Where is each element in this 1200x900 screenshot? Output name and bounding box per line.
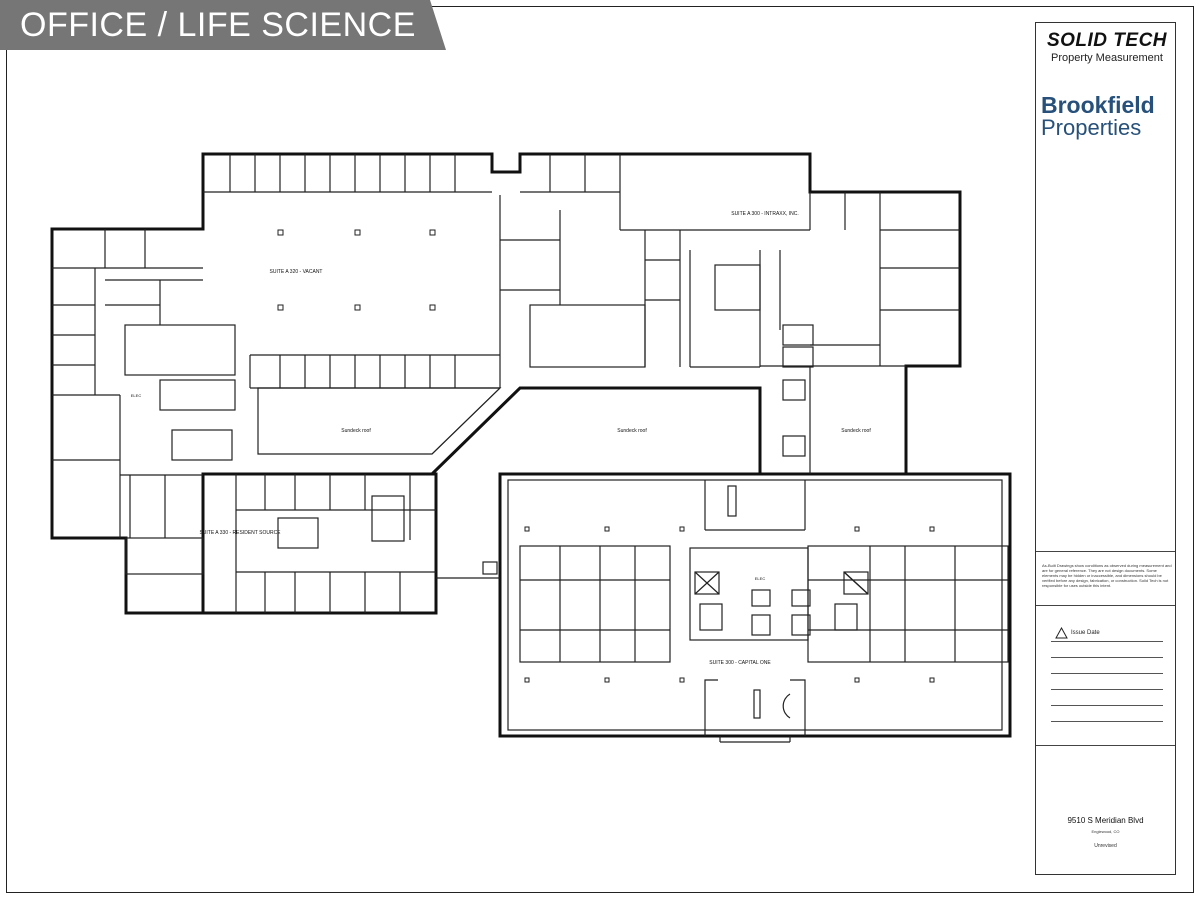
building-outline <box>50 152 1012 738</box>
disclaimer-text: As-Built Drawings show conditions as obs… <box>1042 563 1172 588</box>
amenity-left-label: Sundeck roof <box>341 428 371 434</box>
title-block-divider <box>1036 605 1175 606</box>
owner-logo: Brookfield Properties <box>1041 93 1176 139</box>
issue-row-line <box>1051 689 1163 690</box>
issue-row-line <box>1051 657 1163 658</box>
elevator-label-b: ELEC <box>755 576 766 581</box>
category-label: OFFICE / LIFE SCIENCE <box>20 6 416 44</box>
owner-name-line2: Properties <box>1041 115 1142 140</box>
issue-row-line <box>1051 641 1163 642</box>
sheet-border <box>6 6 1194 893</box>
issue-row-line <box>1051 721 1163 722</box>
elevator-label-a: ELEC <box>131 393 142 398</box>
floor-plan: SUITE A 320 - VACANT SUITE A 300 - INTRA… <box>50 152 1012 743</box>
property-city: Englewood, CO <box>1091 829 1120 834</box>
suite-b-label: SUITE 300 - CAPITAL ONE <box>709 660 771 666</box>
amenity-center-label: Sundeck roof <box>617 428 647 434</box>
plan-labels: SUITE A 320 - VACANT SUITE A 300 - INTRA… <box>131 211 872 666</box>
banner-shape <box>0 0 446 50</box>
amenity-right-label: Sundeck roof <box>841 428 871 434</box>
issue-table: Issue Date <box>1036 605 1175 735</box>
title-block-divider <box>1036 745 1175 746</box>
suite-a-north-label: SUITE A 320 - VACANT <box>270 269 323 275</box>
issue-row-line <box>1051 705 1163 706</box>
revision-status: Unrevised <box>1094 843 1117 849</box>
issue-row-line <box>1051 673 1163 674</box>
property-address: 9510 S Meridian Blvd <box>1067 816 1144 825</box>
revision-triangle-icon <box>1055 627 1068 639</box>
title-block: SOLID TECH Property Measurement Brookfie… <box>1035 22 1176 875</box>
interior-walls <box>52 154 1009 743</box>
surveyor-name: SOLID TECH <box>1046 30 1168 51</box>
category-banner: OFFICE / LIFE SCIENCE <box>0 0 446 50</box>
structural-columns <box>277 229 935 683</box>
suite-a-south-label: SUITE A 330 - RESIDENT SOURCE <box>199 530 281 536</box>
issue-date-label: Issue Date <box>1071 630 1100 636</box>
owner-name-line1: Brookfield <box>1041 92 1155 118</box>
suite-a-east-label: SUITE A 300 - INTRAXX, INC. <box>731 211 799 217</box>
title-block-divider <box>1036 551 1175 552</box>
surveyor-logo: SOLID TECH Property Measurement <box>1042 30 1172 65</box>
surveyor-subtitle: Property Measurement <box>1051 52 1163 64</box>
